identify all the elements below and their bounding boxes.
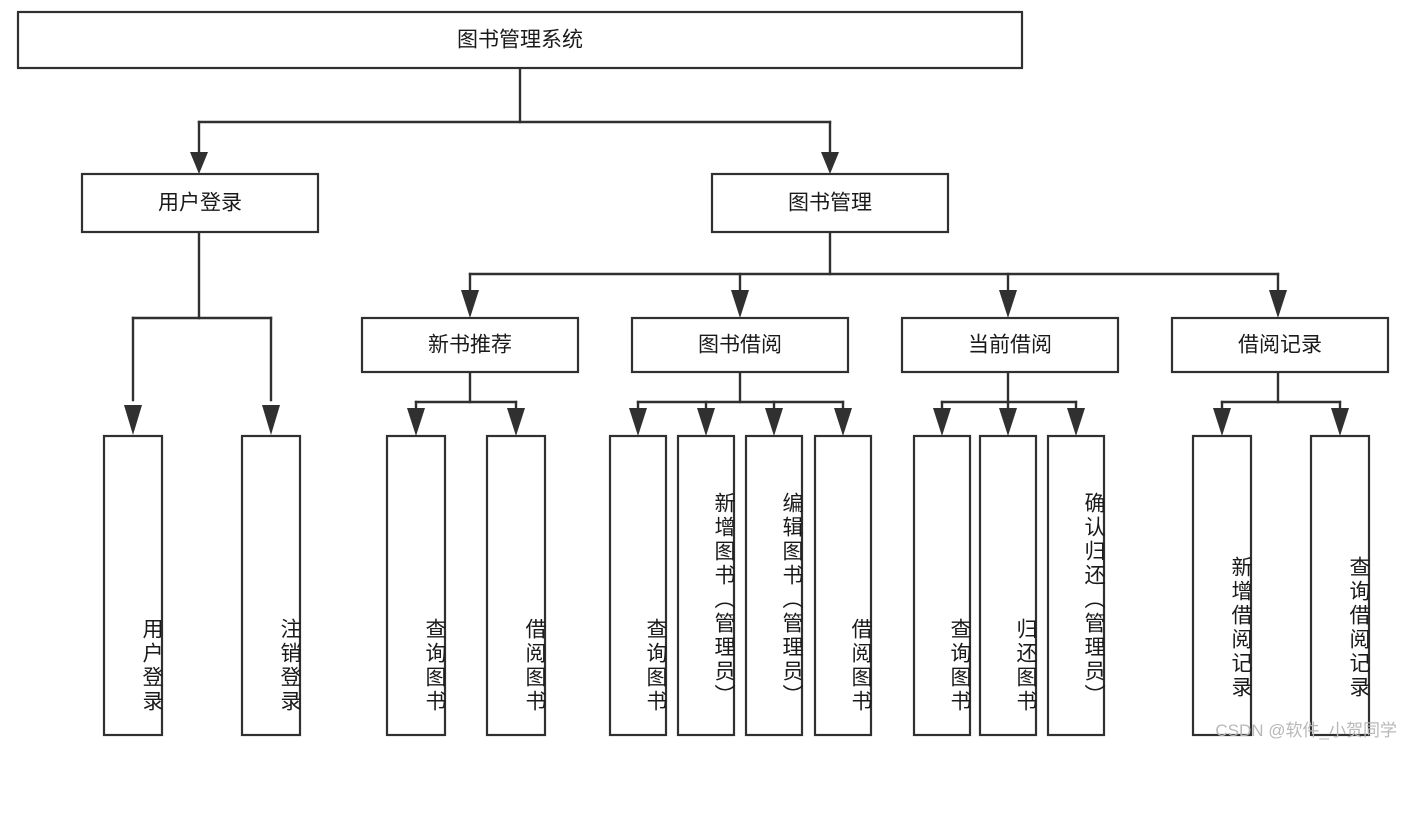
- leaf-box-query-record[interactable]: [1309, 434, 1371, 737]
- arrow-head-user-login: [190, 152, 208, 174]
- watermark-text: CSDN @软件_小贺同学: [1215, 721, 1397, 740]
- node-book-manage-box[interactable]: [710, 172, 950, 234]
- arrow-head-leaf-borrow-book-2: [834, 408, 852, 436]
- node-user-login-box[interactable]: [80, 172, 320, 234]
- arrow-head-book-borrow: [731, 290, 749, 318]
- leaf-box-confirm-return[interactable]: [1046, 434, 1106, 737]
- arrow-head-leaf-user-login: [124, 405, 142, 435]
- node-current-borrow[interactable]: 当前借阅: [900, 316, 1120, 374]
- leaf-box-return-book[interactable]: [978, 434, 1038, 737]
- leaf-box-edit-book[interactable]: [744, 434, 804, 737]
- node-current-borrow-label: 当前借阅: [968, 334, 1052, 357]
- leaf-box-query-book-1[interactable]: [385, 434, 447, 737]
- arrow-head-current-borrow: [999, 290, 1017, 318]
- arrow-head-leaf-query-book-2: [629, 408, 647, 436]
- diagram-canvas: 图书管理系统 用户登录 图书管理 新书推荐 图书借阅 当前: [16, 10, 1397, 740]
- arrow-head-leaf-add-book: [697, 408, 715, 436]
- arrow-head-leaf-return-book: [999, 408, 1017, 436]
- arrow-head-borrow-record: [1269, 290, 1287, 318]
- node-book-manage-label: 图书管理: [788, 192, 872, 215]
- node-book-borrow[interactable]: 图书借阅: [630, 316, 850, 374]
- leaf-box-user-logout[interactable]: [240, 434, 302, 737]
- arrow-head-leaf-user-logout: [262, 405, 280, 435]
- node-new-book-recommend[interactable]: 新书推荐: [360, 316, 580, 374]
- arrow-head-leaf-query-record: [1331, 408, 1349, 436]
- node-current-borrow-box[interactable]: [900, 316, 1120, 374]
- arrow-head-book-manage: [821, 152, 839, 174]
- arrow-head-leaf-add-record: [1213, 408, 1231, 436]
- leaf-box-add-book[interactable]: [676, 434, 736, 737]
- tree-diagram-svg: 图书管理系统 用户登录 图书管理 新书推荐 图书借阅 当前: [16, 10, 1390, 737]
- leaf-box-query-book-2[interactable]: [608, 434, 668, 737]
- node-user-login[interactable]: 用户登录: [80, 172, 320, 234]
- connector-layer: [124, 66, 1349, 436]
- node-user-login-label: 用户登录: [158, 192, 242, 215]
- arrow-head-leaf-query-book-1: [407, 408, 425, 436]
- arrow-head-new-book: [461, 290, 479, 318]
- node-book-manage[interactable]: 图书管理: [710, 172, 950, 234]
- node-root-label: 图书管理系统: [457, 29, 583, 52]
- node-new-book-recommend-box[interactable]: [360, 316, 580, 374]
- node-root[interactable]: 图书管理系统: [16, 10, 1024, 70]
- node-book-borrow-label: 图书借阅: [698, 334, 782, 357]
- node-root-box[interactable]: [16, 10, 1024, 70]
- arrow-head-leaf-borrow-book-1: [507, 408, 525, 436]
- arrow-head-leaf-edit-book: [765, 408, 783, 436]
- arrow-head-leaf-confirm-return: [1067, 408, 1085, 436]
- node-borrow-record-box[interactable]: [1170, 316, 1390, 374]
- leaf-box-add-record[interactable]: [1191, 434, 1253, 737]
- node-borrow-record[interactable]: 借阅记录: [1170, 316, 1390, 374]
- node-book-borrow-box[interactable]: [630, 316, 850, 374]
- node-borrow-record-label: 借阅记录: [1238, 334, 1322, 357]
- leaf-box-borrow-book-1[interactable]: [485, 434, 547, 737]
- node-layer: 图书管理系统 用户登录 图书管理 新书推荐 图书借阅 当前: [16, 10, 1390, 737]
- arrow-head-leaf-query-book-3: [933, 408, 951, 436]
- leaf-box-user-login[interactable]: [102, 434, 164, 737]
- leaf-box-borrow-book-2[interactable]: [813, 434, 873, 737]
- leaf-box-query-book-3[interactable]: [912, 434, 972, 737]
- node-new-book-recommend-label: 新书推荐: [428, 334, 512, 357]
